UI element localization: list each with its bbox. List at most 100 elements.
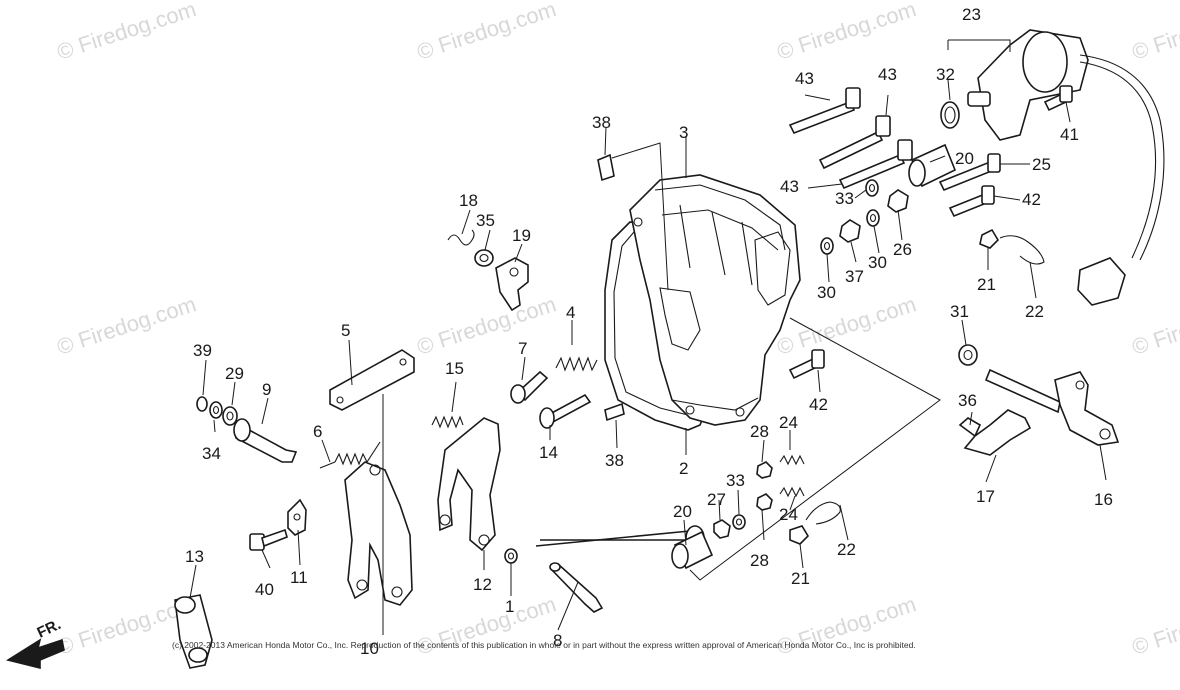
callout-38b: 38 bbox=[605, 451, 624, 470]
lever-part bbox=[344, 461, 413, 606]
bushing-part bbox=[597, 153, 625, 422]
clip-part bbox=[447, 229, 529, 312]
sleeve-part-2 bbox=[671, 530, 714, 570]
callout-11: 11 bbox=[290, 568, 308, 587]
callout-14: 14 bbox=[539, 443, 558, 462]
callout-29: 29 bbox=[225, 364, 244, 383]
callout-22a: 22 bbox=[1025, 302, 1044, 321]
callout-28a: 28 bbox=[750, 422, 769, 441]
housing-part bbox=[629, 174, 801, 426]
shaft-part bbox=[549, 562, 604, 613]
callout-34: 34 bbox=[202, 444, 221, 463]
watermark-text: © Firedog.com bbox=[54, 0, 199, 65]
watermark-text: © Firedog.com bbox=[774, 0, 919, 65]
callout-43a: 43 bbox=[795, 69, 814, 88]
callout-31: 31 bbox=[950, 302, 969, 321]
callout-22b: 22 bbox=[837, 540, 856, 559]
callout-16: 16 bbox=[1094, 490, 1113, 509]
callout-21b: 21 bbox=[791, 569, 810, 588]
callout-26: 26 bbox=[893, 240, 912, 259]
link-part bbox=[174, 594, 213, 669]
motor-part bbox=[967, 29, 1165, 306]
watermark-text: © Firedog.com bbox=[54, 291, 199, 359]
pin-part bbox=[233, 418, 298, 463]
screw-part bbox=[539, 393, 592, 429]
callout-3: 3 bbox=[679, 123, 688, 142]
bolt-part bbox=[788, 153, 1001, 380]
callout-2: 2 bbox=[679, 459, 688, 478]
seal-part bbox=[958, 344, 978, 366]
bracket-part bbox=[287, 498, 307, 536]
spring-part bbox=[555, 356, 598, 372]
washer-part bbox=[504, 548, 518, 564]
watermark-text: © Firedog.com bbox=[414, 291, 559, 359]
callout-23: 23 bbox=[962, 5, 981, 24]
callout-24b: 24 bbox=[779, 505, 798, 524]
washer-part bbox=[820, 179, 909, 255]
callout-13: 13 bbox=[185, 547, 204, 566]
callout-labels: 1 2 3 4 5 6 7 8 9 10 11 12 13 14 15 16 1… bbox=[185, 5, 1113, 658]
callout-20b: 20 bbox=[955, 149, 974, 168]
callout-28b: 28 bbox=[750, 551, 769, 570]
callout-21a: 21 bbox=[977, 275, 996, 294]
callout-20a: 20 bbox=[673, 502, 692, 521]
nut-part bbox=[756, 461, 773, 511]
callout-25: 25 bbox=[1032, 155, 1051, 174]
bolt-part bbox=[249, 528, 288, 551]
watermark-text: © Firedog.com bbox=[1129, 0, 1180, 65]
callout-43c: 43 bbox=[780, 177, 799, 196]
callout-41: 41 bbox=[1060, 125, 1079, 144]
screw-part bbox=[510, 370, 549, 404]
callout-6: 6 bbox=[313, 422, 322, 441]
callout-42b: 42 bbox=[809, 395, 828, 414]
sleeve-part bbox=[908, 143, 957, 188]
watermark-text: © Firedog.com bbox=[414, 0, 559, 65]
bracket-part bbox=[958, 409, 1032, 456]
callout-36: 36 bbox=[958, 391, 977, 410]
callout-39: 39 bbox=[193, 341, 212, 360]
stud-part bbox=[779, 454, 805, 498]
callout-42a: 42 bbox=[1022, 190, 1041, 209]
callout-5: 5 bbox=[341, 321, 350, 340]
plate-part bbox=[329, 349, 415, 411]
callout-33a: 33 bbox=[835, 189, 854, 208]
callout-43b: 43 bbox=[878, 65, 897, 84]
watermark-text: © Firedog.com bbox=[1129, 291, 1180, 359]
spring-part bbox=[319, 441, 381, 469]
callout-27: 27 bbox=[707, 490, 726, 509]
leader-lines bbox=[189, 39, 1107, 635]
watermark-text: © Firedog.com bbox=[774, 291, 919, 359]
shaft-lever-part bbox=[984, 368, 1120, 446]
cap-part bbox=[789, 228, 1045, 545]
nut-part bbox=[713, 514, 746, 539]
callout-30a: 30 bbox=[868, 253, 887, 272]
callout-12: 12 bbox=[473, 575, 492, 594]
front-direction-indicator: FR. bbox=[5, 616, 65, 670]
callout-38a: 38 bbox=[592, 113, 611, 132]
callout-19: 19 bbox=[512, 226, 531, 245]
callout-7: 7 bbox=[518, 339, 527, 358]
watermark-text: © Firedog.com bbox=[1129, 591, 1180, 659]
copyright-notice: (c) 2002-2013 American Honda Motor Co., … bbox=[172, 640, 916, 650]
callout-17: 17 bbox=[976, 487, 995, 506]
arm-part bbox=[437, 417, 501, 552]
callout-24a: 24 bbox=[779, 413, 798, 432]
callout-15: 15 bbox=[445, 359, 464, 378]
callout-1: 1 bbox=[505, 597, 514, 616]
spring-part bbox=[431, 415, 464, 429]
callout-8: 8 bbox=[553, 631, 562, 650]
callout-35: 35 bbox=[476, 211, 495, 230]
callout-32: 32 bbox=[936, 65, 955, 84]
callout-9: 9 bbox=[262, 380, 271, 399]
callout-37: 37 bbox=[845, 267, 864, 286]
callout-40: 40 bbox=[255, 580, 274, 599]
oring-part bbox=[940, 101, 960, 129]
callout-10: 10 bbox=[360, 639, 379, 658]
callout-30b: 30 bbox=[817, 283, 836, 302]
washer-part bbox=[196, 396, 238, 426]
callout-4: 4 bbox=[566, 303, 575, 322]
bolt-part bbox=[788, 87, 913, 190]
callout-33b: 33 bbox=[726, 471, 745, 490]
callout-18: 18 bbox=[459, 191, 478, 210]
